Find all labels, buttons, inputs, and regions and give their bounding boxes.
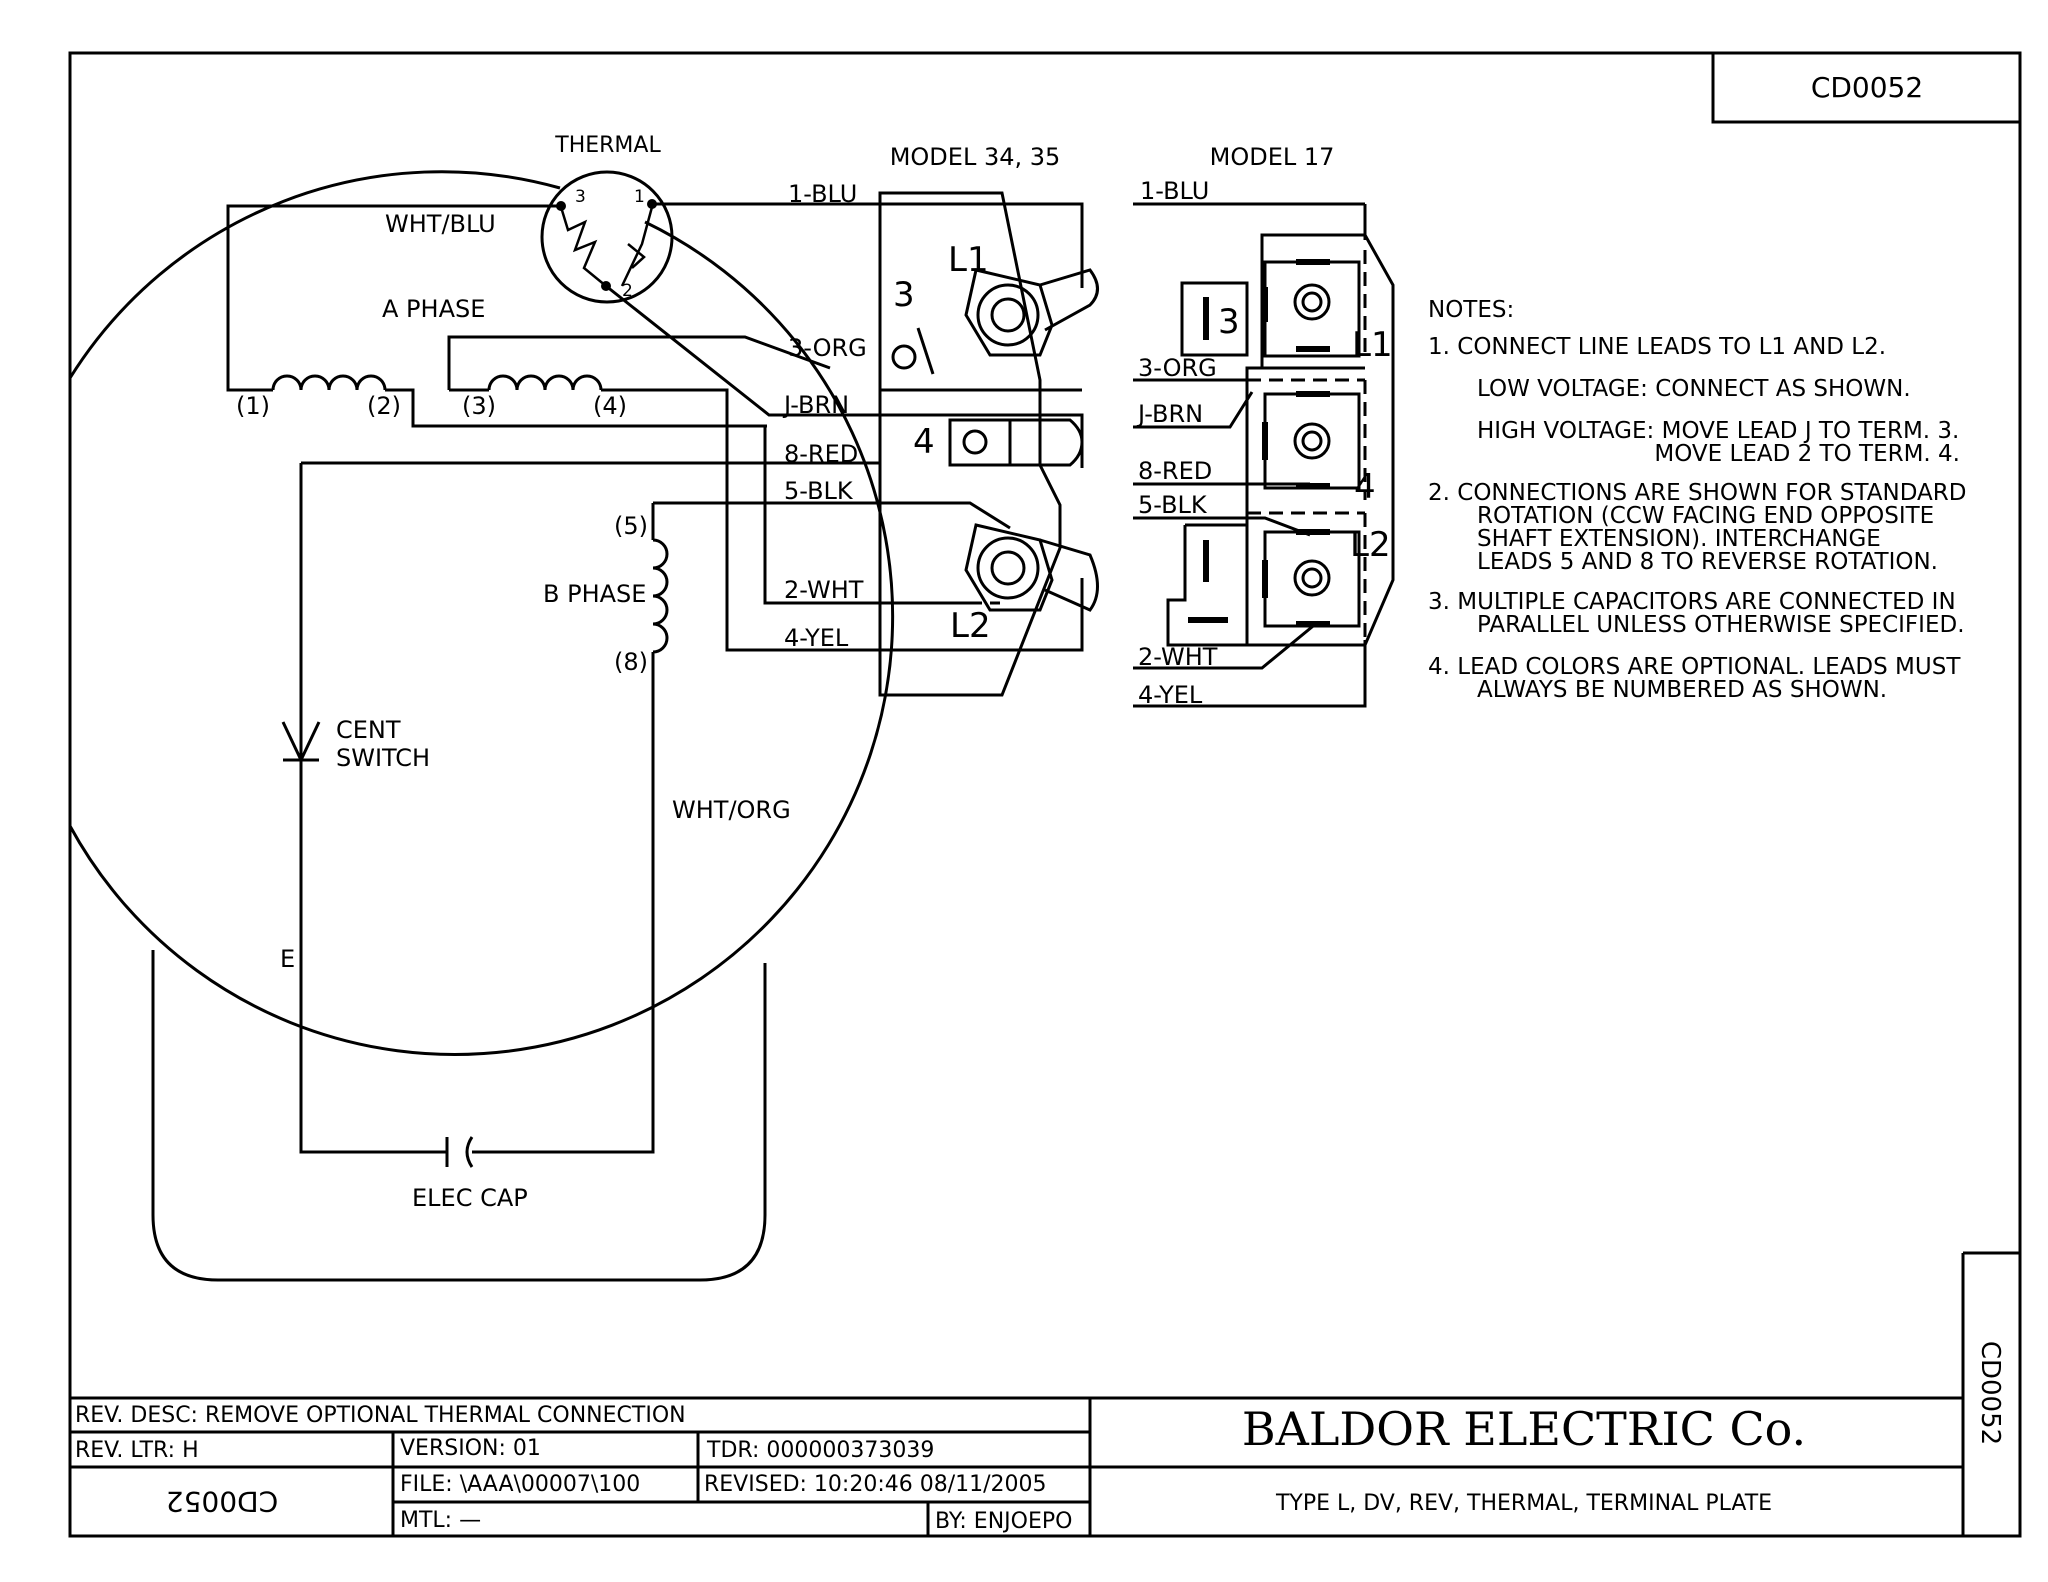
note-line: 1. CONNECT LINE LEADS TO L1 AND L2. [1428,334,1886,360]
rev-desc: REV. DESC: REMOVE OPTIONAL THERMAL CONNE… [75,1403,686,1428]
m17-lead-1-blu: 1-BLU [1140,177,1209,205]
drawing-description: TYPE L, DV, REV, THERMAL, TERMINAL PLATE [1275,1491,1772,1516]
m34-term-l1: L1 [948,240,989,280]
tdr-number: TDR: 000000373039 [706,1438,934,1463]
model-17-title: MODEL 17 [1210,143,1335,171]
terminal-8-label: (8) [614,648,648,676]
sheet-border [68,51,2022,1538]
thermal-label: THERMAL [554,133,661,158]
model-17-terminal-plate [1133,202,1395,708]
terminal-5-label: (5) [614,512,648,540]
note-line: MOVE LEAD 2 TO TERM. 4. [1654,441,1960,467]
b-phase-label: B PHASE [543,580,646,608]
wht-blu-label: WHT/BLU [385,210,496,238]
thermal-pin-2: 2 [622,281,633,301]
m17-lead-5-blk: 5-BLK [1138,491,1208,519]
note-line: ROTATION (CCW FACING END OPPOSITE [1477,503,1934,529]
m34-lead-1-blu: 1-BLU [788,180,857,208]
note-line: LOW VOLTAGE: CONNECT AS SHOWN. [1477,376,1911,402]
m34-lead-5-blk: 5-BLK [784,477,854,505]
note-line: LEADS 5 AND 8 TO REVERSE ROTATION. [1477,549,1938,575]
elec-cap-label: ELEC CAP [412,1184,528,1212]
title-block [70,1251,2020,1536]
drawing-number-box: CD0052 [1711,53,2020,124]
a-phase-label: A PHASE [382,295,485,323]
version: VERSION: 01 [400,1436,541,1461]
m17-term-3: 3 [1218,302,1240,342]
model-34-35-title: MODEL 34, 35 [890,143,1061,171]
note-line: SHAFT EXTENSION). INTERCHANGE [1477,526,1881,552]
company-name: BALDOR ELECTRIC Co. [1242,1402,1806,1456]
notes-block: NOTES: 1. CONNECT LINE LEADS TO L1 AND L… [1428,297,1966,703]
terminal-1-label: (1) [236,392,270,420]
terminal-2-label: (2) [367,392,401,420]
m17-lead-4-yel: 4-YEL [1138,681,1203,709]
thermal-protector [540,170,674,304]
drawn-by: BY: ENJOEPO [935,1509,1072,1534]
file-path: FILE: \AAA\00007\100 [400,1472,640,1497]
motor-outline [68,170,561,379]
e-label: E [280,945,295,973]
note-line: 4. LEAD COLORS ARE OPTIONAL. LEADS MUST [1428,654,1961,680]
m17-lead-2-wht: 2-WHT [1138,643,1218,671]
terminal-3-label: (3) [462,392,496,420]
m17-lead-3-org: 3-ORG [1138,354,1217,382]
m34-term-3: 3 [893,275,915,315]
thermal-pin-1: 1 [634,187,645,207]
m17-term-l2: L2 [1350,525,1391,565]
m17-term-l1: L1 [1352,325,1393,365]
drawing-number-top: CD0052 [1811,71,1923,104]
wht-org-label: WHT/ORG [672,796,791,824]
m17-term-4: 4 [1354,467,1376,507]
model-34-35-terminal-plate [878,191,1099,697]
m34-term-l2: L2 [950,606,991,646]
m34-term-4: 4 [913,422,935,462]
m17-lead-j-brn: J-BRN [1136,400,1203,428]
m34-lead-3-org: 3-ORG [788,334,867,362]
notes-heading: NOTES: [1428,297,1514,323]
m34-lead-j-brn: J-BRN [782,391,849,419]
m17-lead-8-red: 8-RED [1138,457,1212,485]
note-line: HIGH VOLTAGE: MOVE LEAD J TO TERM. 3. [1477,418,1959,444]
side-drawing-number: CD0052 [1975,1341,2005,1445]
motor-schematic [68,170,1084,1282]
mtl: MTL: — [400,1508,481,1533]
m34-lead-4-yel: 4-YEL [784,624,849,652]
cent-switch-label-1: CENT [336,716,401,744]
terminal-4-label: (4) [593,392,627,420]
rev-ltr: REV. LTR: H [75,1438,199,1463]
note-line: ALWAYS BE NUMBERED AS SHOWN. [1477,677,1887,703]
note-line: 3. MULTIPLE CAPACITORS ARE CONNECTED IN [1428,589,1956,615]
cent-switch-label-2: SWITCH [336,744,430,772]
mirrored-drawing-number: CD0052 [166,1485,278,1518]
note-line: 2. CONNECTIONS ARE SHOWN FOR STANDARD [1428,480,1966,506]
thermal-pin-3: 3 [575,187,586,207]
m34-lead-8-red: 8-RED [784,440,858,468]
m34-lead-2-wht: 2-WHT [784,576,864,604]
revised-date: REVISED: 10:20:46 08/11/2005 [704,1472,1047,1497]
note-line: PARALLEL UNLESS OTHERWISE SPECIFIED. [1477,612,1965,638]
